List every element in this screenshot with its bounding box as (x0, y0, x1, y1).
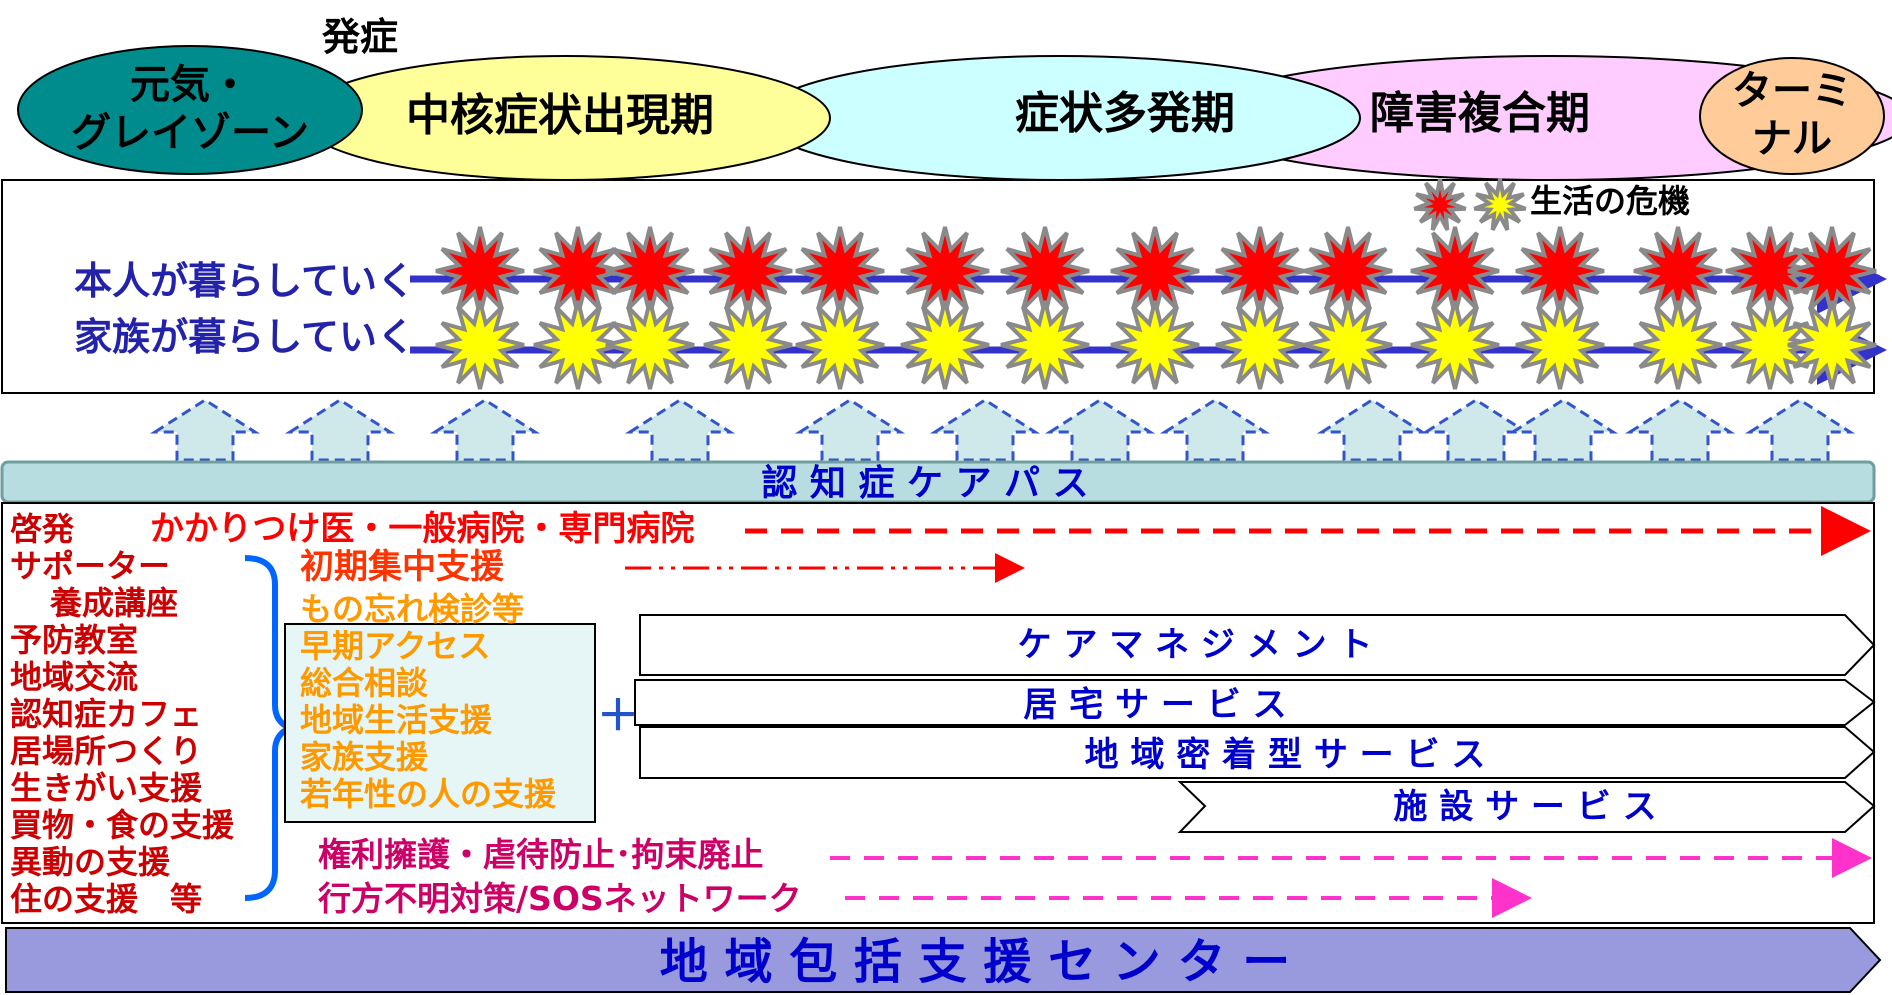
left-list-item: 認知症カフェ (10, 695, 202, 733)
stage-ellipses (17, 45, 1892, 181)
early-item: 地域生活支援 (300, 701, 493, 739)
stage-label-5-line-1: ターミ (1732, 68, 1852, 114)
family-crisis-burst (1303, 300, 1393, 390)
medical-label: かかりつけ医・一般病院・専門病院 (150, 509, 694, 549)
stage-label-3: 症状多発期 (1015, 88, 1235, 139)
lower-panel (1, 502, 1875, 924)
up-arrow-icon (1159, 398, 1271, 462)
missing-label: 行方不明対策/SOSネットワーク (317, 879, 802, 918)
left-list-item: 生きがい支援 (10, 769, 203, 807)
family-crisis-burst (435, 300, 525, 390)
family-crisis-burst (1410, 300, 1500, 390)
family-crisis-burst (1110, 300, 1200, 390)
stage-label-5-line-2: ナル (1752, 116, 1832, 162)
family-crisis-burst (1787, 300, 1877, 390)
care-path-label: 認 知 症 ケ ア パ ス (761, 463, 1088, 504)
stage-label-2: 中核症状出現期 (406, 90, 714, 141)
up-arrow-icon (149, 398, 261, 462)
left-list-item: 買物・食の支援 (10, 806, 235, 844)
onset-label: 発症 (322, 15, 398, 59)
stage-label-1-line-2: グレイゾーン (71, 110, 309, 156)
up-arrow-icon (1316, 398, 1428, 462)
legend-yellow-burst-icon (1473, 178, 1527, 231)
plus-sign: ＋ (597, 691, 639, 740)
up-arrow-icon (1507, 398, 1619, 462)
early-item: もの忘れ検診等 (300, 590, 524, 628)
legend-red-burst-icon (1413, 178, 1467, 231)
early-item: 総合相談 (300, 664, 429, 702)
support-up-arrows (149, 398, 1856, 462)
early-items-box (284, 623, 596, 823)
family-crisis-burst (1215, 300, 1305, 390)
service-bar-care-management (639, 614, 1876, 676)
service-label-home: 居 宅 サ ー ビ ス (1023, 685, 1286, 725)
left-list-item: 養成講座 (50, 584, 178, 622)
up-arrow-icon (1744, 398, 1856, 462)
legend-red-burst (1413, 178, 1467, 231)
left-list-item: 地域交流 (10, 658, 138, 696)
service-bar-home (634, 679, 1876, 726)
family-line-label: 家族が暮らしていく (74, 315, 415, 359)
family-crisis-burst (605, 300, 695, 390)
family-crisis-burst (1000, 300, 1090, 390)
crisis-bursts (435, 226, 1877, 390)
left-list-item: 啓発 (10, 510, 75, 548)
service-bar-facility (1177, 781, 1876, 833)
left-support-list: 啓発サポーター養成講座予防教室地域交流認知症カフェ居場所つくり生きがい支援買物・… (10, 510, 235, 918)
up-arrow-icon (624, 398, 736, 462)
up-arrow-icon (1044, 398, 1156, 462)
legend-yellow-burst (1473, 178, 1527, 231)
family-crisis-burst (1515, 300, 1605, 390)
up-arrow-icon (794, 398, 906, 462)
early-item: 早期アクセス (300, 627, 490, 665)
left-list-item: サポーター (10, 547, 170, 585)
early-support-label: 初期集中支援 (300, 547, 505, 587)
up-arrow-icon (284, 398, 396, 462)
service-bars (634, 614, 1876, 833)
person-line-label: 本人が暮らしていく (74, 259, 415, 303)
up-arrow-icon (1420, 398, 1532, 462)
family-crisis-burst (703, 300, 793, 390)
legend-label: 生活の危機 (1530, 182, 1690, 220)
center-bar (5, 927, 1882, 993)
stage-labels: 元気・ グレイゾーン 中核症状出現期 症状多発期 障害複合期 ターミ ナル (71, 62, 1852, 162)
stage-label-4: 障害複合期 (1370, 88, 1590, 139)
stage-ellipse-5 (1699, 57, 1885, 175)
up-arrow-icon (1624, 398, 1736, 462)
stage-label-1-line-1: 元気・ (130, 62, 250, 108)
service-label-care-management: ケ ア マ ネ ジ メ ン ト (1018, 625, 1373, 665)
center-label: 地 域 包 括 支 援 セ ン タ ー (660, 934, 1290, 990)
left-brace (244, 555, 299, 901)
up-arrow-icon (929, 398, 1041, 462)
family-crisis-burst (1725, 300, 1815, 390)
family-crisis-burst (1633, 300, 1723, 390)
up-arrow-icon (429, 398, 541, 462)
left-list-item: 予防教室 (10, 621, 138, 659)
stage-ellipse-1 (17, 45, 363, 175)
service-label-facility: 施 設 サ ー ビ ス (1393, 787, 1656, 827)
service-bar-community (639, 726, 1876, 779)
family-crisis-burst (900, 300, 990, 390)
rights-label: 権利擁護・虐待防止･拘束廃止 (318, 835, 764, 874)
early-item: 若年性の人の支援 (300, 775, 557, 813)
left-list-item: 居場所つくり (10, 732, 202, 770)
left-list-item: 異動の支援 (10, 843, 171, 881)
left-list-item: 住の支援 等 (10, 880, 202, 918)
early-item: 家族支援 (300, 738, 429, 776)
family-crisis-burst (795, 300, 885, 390)
legend: 生活の危機 (1413, 178, 1690, 231)
service-label-community: 地 域 密 着 型 サ ー ビ ス (1085, 735, 1486, 775)
